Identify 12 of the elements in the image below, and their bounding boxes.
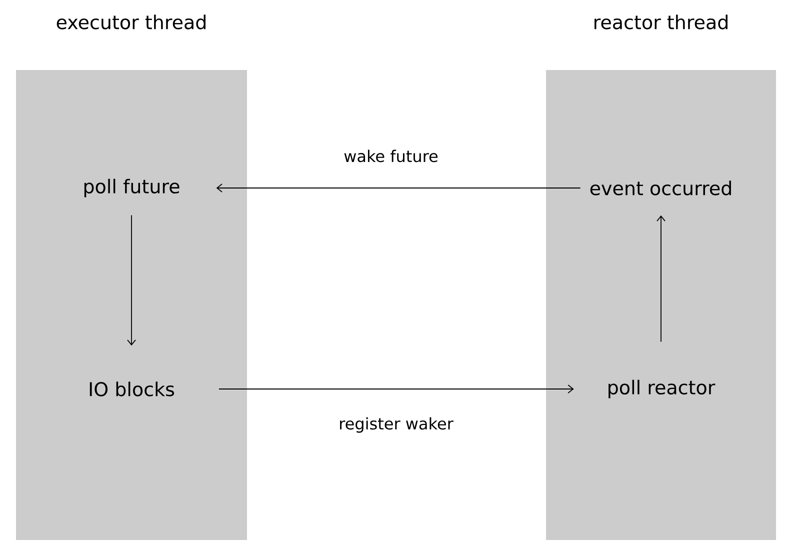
step-label: IO blocks [90,382,174,396]
step-label: event occurred [590,180,731,196]
edge-label: wake future [342,148,440,164]
edge-label: register waker [338,416,454,434]
arrow [216,184,581,192]
arrow [127,214,136,346]
arrow [218,384,574,394]
node-label: executor thread [56,14,206,30]
node-label: reactor thread [594,14,728,30]
step-label: poll reactor [608,380,716,398]
step-label: poll future [84,178,180,198]
arrow [656,215,666,342]
